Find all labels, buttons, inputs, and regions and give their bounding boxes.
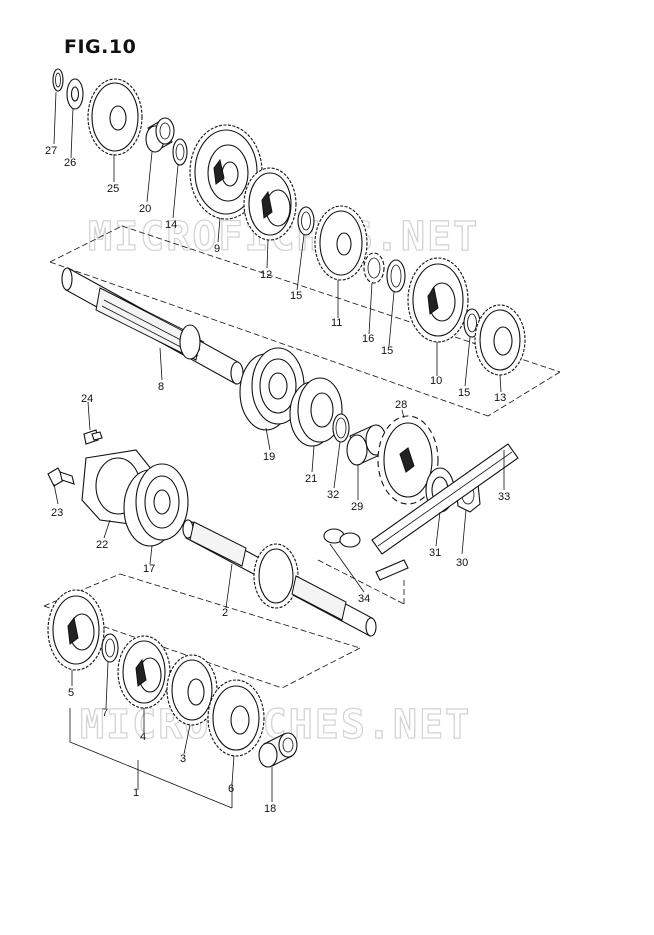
- gear-6: [207, 679, 265, 757]
- callout-15a: 15: [290, 290, 302, 302]
- gear-25: [87, 78, 143, 156]
- callout-10: 10: [430, 375, 442, 387]
- group-outline-countershaft: [49, 225, 561, 417]
- callout-18: 18: [264, 803, 276, 815]
- gear-4: [117, 635, 171, 709]
- callout-17: 17: [143, 563, 155, 575]
- callout-32: 32: [327, 489, 339, 501]
- callout-19: 19: [263, 451, 275, 463]
- leader-lines: [53, 91, 505, 802]
- callout-31: 31: [429, 547, 441, 559]
- callout-25: 25: [107, 183, 119, 195]
- lockwasher-16: [363, 252, 385, 284]
- callout-3: 3: [180, 753, 186, 765]
- callout-7: 7: [102, 707, 108, 719]
- callout-2: 2: [222, 607, 228, 619]
- countershaft-8: [61, 267, 244, 385]
- callout-14: 14: [165, 219, 177, 231]
- gear-5: [47, 589, 105, 671]
- bolt-23: [47, 467, 75, 487]
- callout-29: 29: [351, 501, 363, 513]
- callout-1: 1: [133, 787, 139, 799]
- callout-5: 5: [68, 687, 74, 699]
- bushing-20: [145, 117, 175, 153]
- gear-9: [189, 124, 263, 220]
- gear-10: [407, 257, 469, 343]
- callout-34: 34: [358, 593, 370, 605]
- callout-9: 9: [214, 243, 220, 255]
- chain-joint-34: [323, 528, 409, 581]
- callout-13: 13: [494, 392, 506, 404]
- callout-labels: 1 2 3 4 5 6 7 8 9 10 11 12 13 14 15 15 1…: [45, 145, 510, 815]
- callout-24: 24: [81, 393, 93, 405]
- callout-27: 27: [45, 145, 57, 157]
- callout-15b: 15: [381, 345, 393, 357]
- washer-14: [172, 138, 188, 166]
- o-ring-32: [332, 413, 350, 443]
- gear-12: [243, 167, 297, 241]
- oil-seal-21: [289, 377, 343, 447]
- callout-20: 20: [139, 203, 151, 215]
- bolt-24: [83, 429, 103, 445]
- figure-title: FIG.10: [64, 36, 137, 58]
- callout-22: 22: [96, 539, 108, 551]
- circlip-27: [52, 68, 64, 92]
- callout-23: 23: [51, 507, 63, 519]
- callout-33: 33: [498, 491, 510, 503]
- callout-15c: 15: [458, 387, 470, 399]
- bushing-18: [258, 732, 298, 768]
- callout-6: 6: [228, 783, 234, 795]
- washer-15a: [297, 206, 315, 236]
- gear-11: [314, 205, 368, 281]
- callout-11: 11: [331, 317, 342, 329]
- sprocket-28: [377, 415, 439, 505]
- callout-28: 28: [395, 399, 407, 411]
- chain-33: [371, 443, 519, 555]
- callout-16: 16: [362, 333, 374, 345]
- mainshaft-2: [182, 519, 377, 637]
- callout-26: 26: [64, 157, 76, 169]
- bearing-17: [123, 463, 189, 547]
- gear-13: [474, 304, 526, 376]
- bearing-19: [239, 347, 305, 431]
- washer-15b: [386, 259, 406, 293]
- gear-3: [166, 654, 218, 726]
- callout-4: 4: [140, 731, 146, 743]
- washer-26: [66, 78, 84, 110]
- washer-7: [101, 633, 119, 663]
- spacer-29: [346, 424, 387, 466]
- group-outline-gear-set: [69, 708, 233, 809]
- callout-30: 30: [456, 557, 468, 569]
- callout-8: 8: [158, 381, 164, 393]
- group-outline-chain: [317, 559, 405, 605]
- callout-12: 12: [260, 269, 272, 281]
- callout-21: 21: [305, 473, 317, 485]
